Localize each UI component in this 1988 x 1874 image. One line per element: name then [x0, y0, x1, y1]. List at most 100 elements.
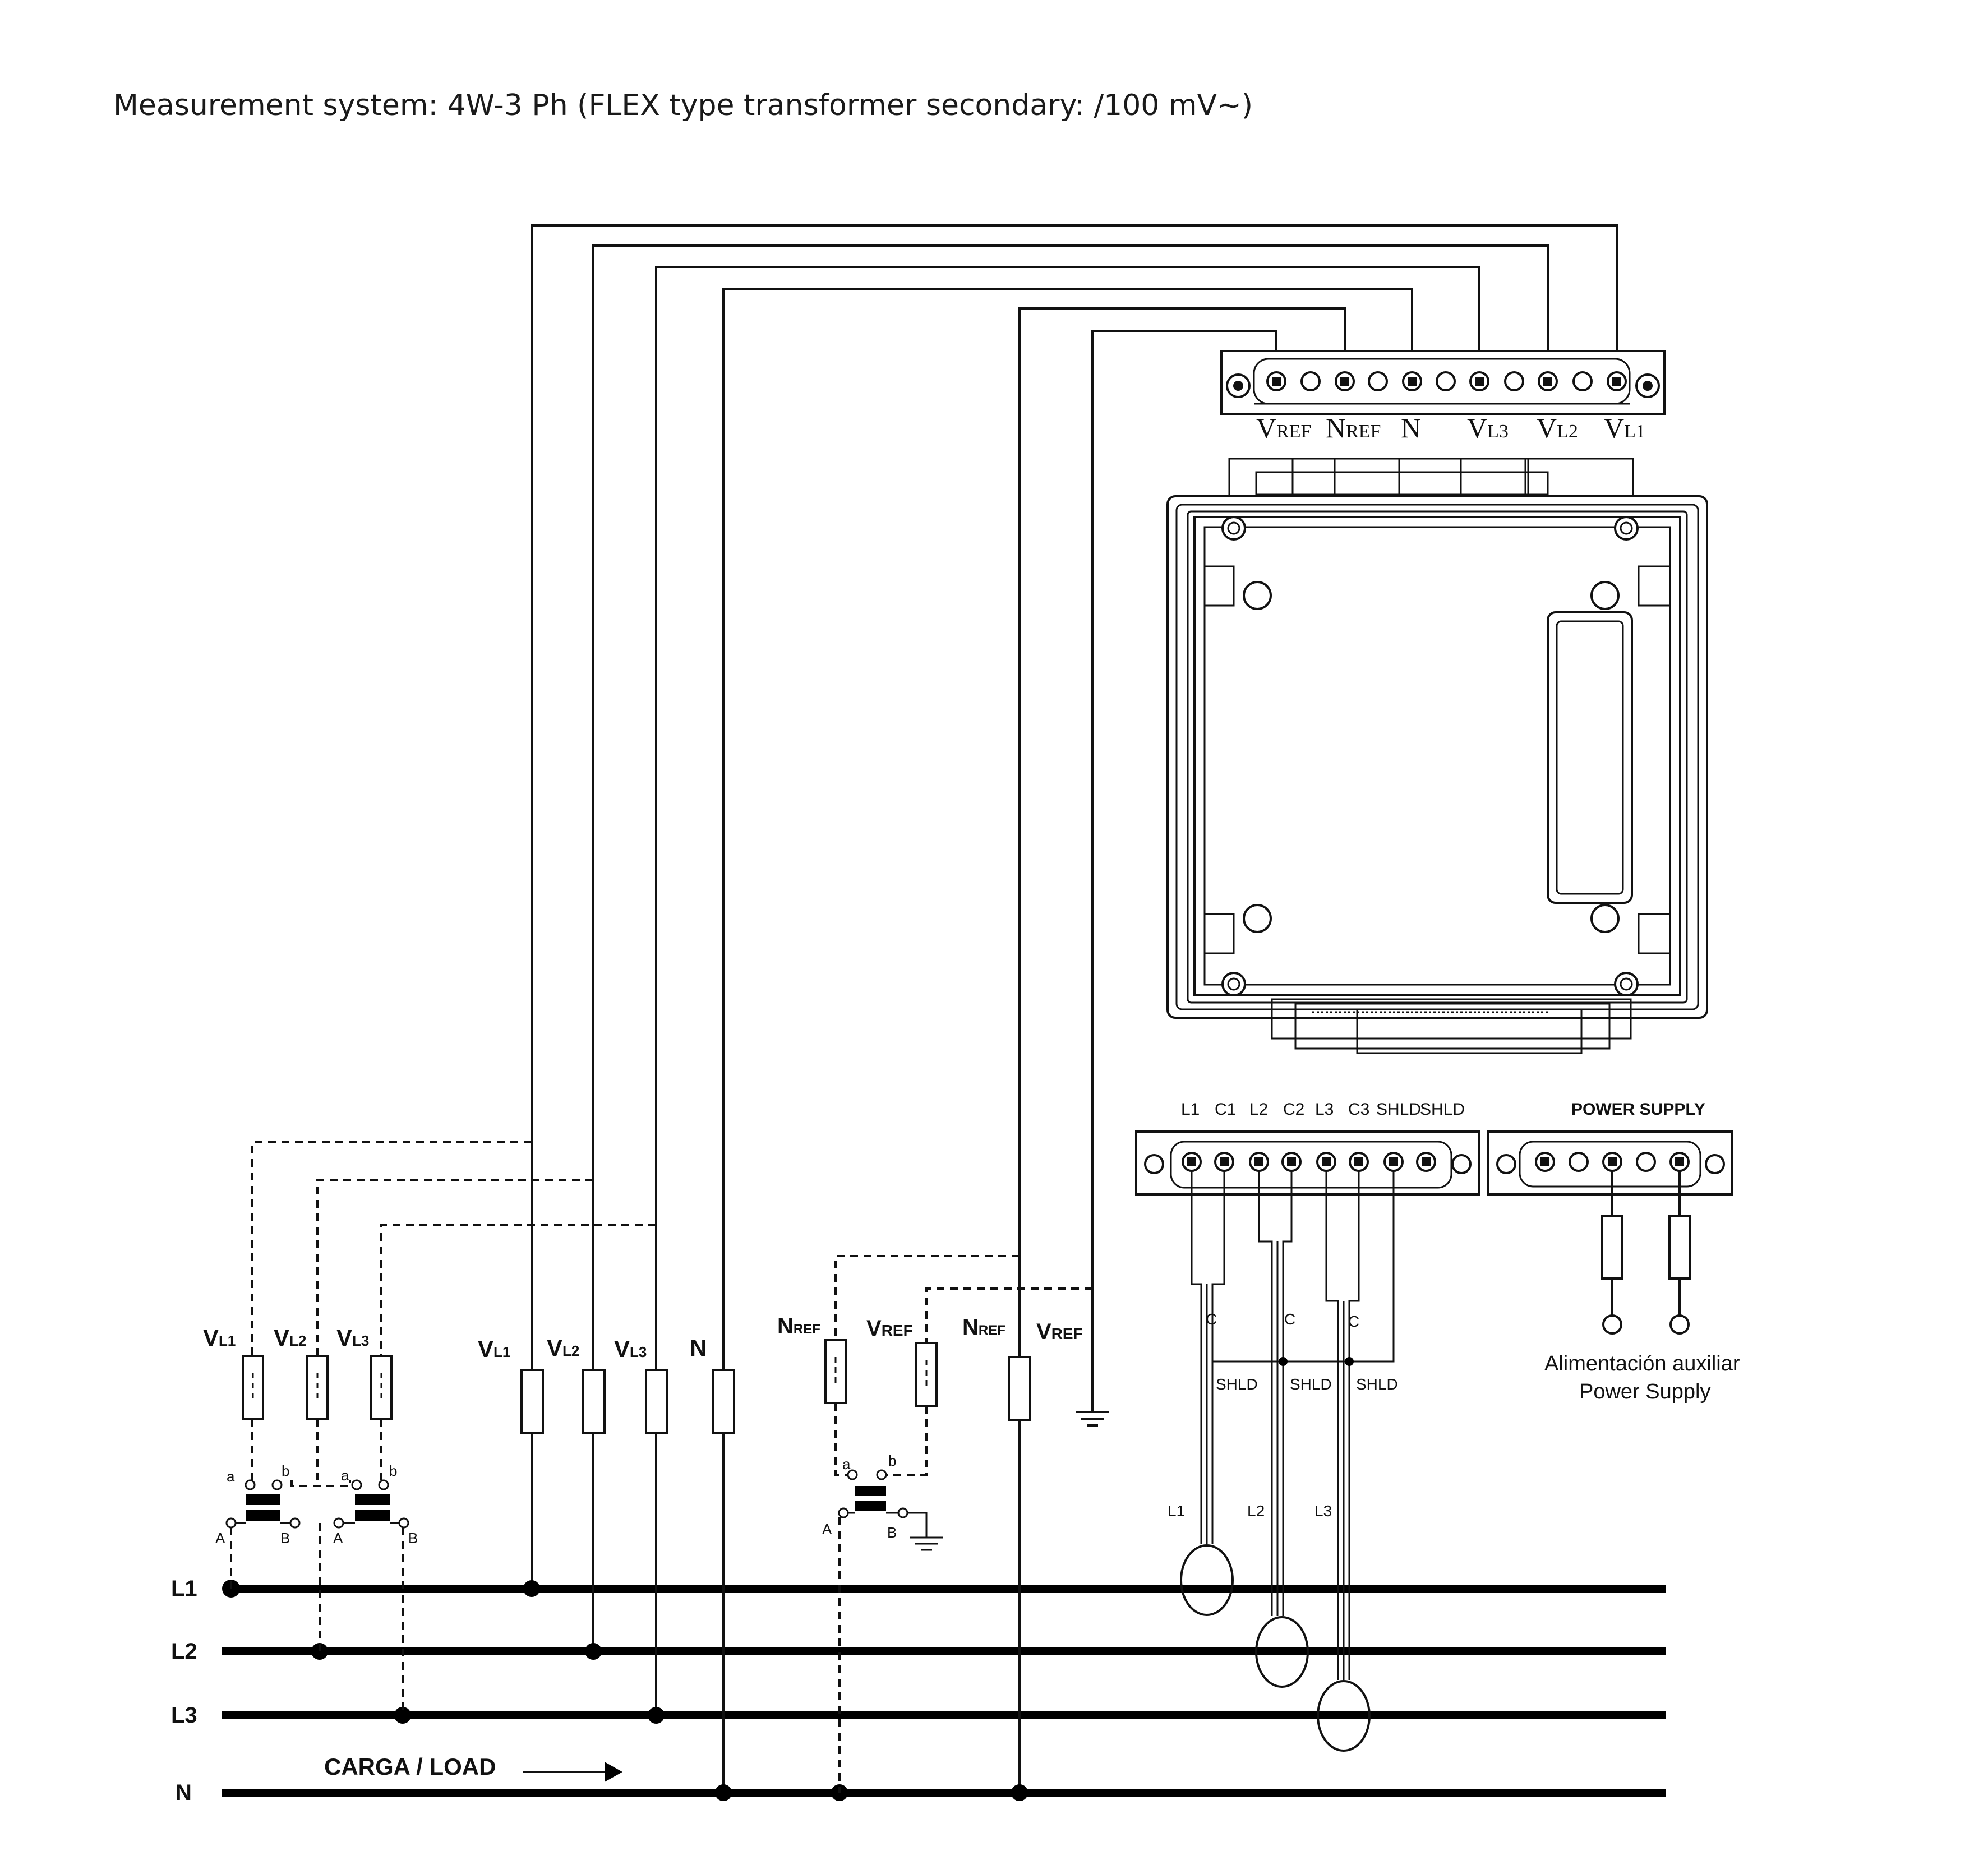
svg-text:C: C	[1348, 1313, 1359, 1330]
wire-vl1	[531, 224, 1618, 1589]
fuse-direct-vl3	[645, 1369, 668, 1434]
fuse-direct-vl1	[520, 1369, 544, 1434]
dot-vt-l3	[394, 1707, 411, 1724]
fuse-vt-vl3	[370, 1355, 393, 1420]
svg-text:A: A	[333, 1530, 343, 1547]
svg-text:L3: L3	[1314, 1502, 1332, 1520]
svg-text:SHLD: SHLD	[1356, 1376, 1398, 1393]
wire-nref	[1018, 307, 1346, 1793]
svg-text:B: B	[408, 1530, 418, 1547]
direct-fuses	[520, 1356, 1031, 1434]
svg-text:L3: L3	[1315, 1100, 1334, 1119]
svg-text:C: C	[1206, 1310, 1217, 1328]
svg-text:a: a	[341, 1467, 349, 1484]
power-supply-fuse-1	[1601, 1215, 1623, 1280]
label-direct-vl2: VL2	[547, 1335, 579, 1361]
dot-nref	[1011, 1784, 1028, 1801]
flex-probe-l1	[1180, 1544, 1234, 1616]
power-supply-terminal-2	[1669, 1314, 1690, 1335]
dash-vref-vt	[925, 1287, 1092, 1343]
diagram-title: Measurement system: 4W-3 Ph (FLEX type t…	[113, 89, 1253, 122]
vt1-core-top	[246, 1494, 280, 1505]
power-supply-caption-es: Alimentación auxiliar	[1544, 1352, 1740, 1376]
label-vt-vref: VREF	[866, 1316, 913, 1341]
dot-vl2	[585, 1643, 602, 1660]
label-direct-vref: VREF	[1036, 1319, 1083, 1344]
svg-text:C: C	[1284, 1310, 1295, 1328]
current-wiring	[1180, 1171, 1395, 1752]
load-label: CARGA / LOAD	[324, 1753, 496, 1780]
svg-text:C1: C1	[1215, 1100, 1236, 1119]
label-direct-vl1: VL1	[478, 1336, 510, 1362]
flex-probe-l3	[1317, 1680, 1371, 1752]
svg-text:a: a	[842, 1456, 851, 1473]
power-supply-fuse-2	[1668, 1215, 1691, 1280]
current-wiring-labels: C C C SHLD SHLD SHLD L1 L2 L3	[1168, 1310, 1398, 1520]
line-label-n: N	[176, 1780, 192, 1805]
terminal-label-vref: VREF	[1256, 412, 1311, 444]
meter-body	[1166, 458, 1708, 1054]
vt2-core-top	[355, 1494, 390, 1505]
terminal-label-vl3: VL3	[1467, 412, 1509, 444]
label-direct-vl3: VL3	[614, 1336, 647, 1362]
label-direct-nref: NREF	[962, 1315, 1005, 1340]
terminal-label-vl2: VL2	[1537, 412, 1578, 444]
fuse-direct-nref	[1008, 1356, 1031, 1421]
svg-text:C2: C2	[1283, 1100, 1304, 1119]
current-terminal-screws	[1182, 1152, 1436, 1172]
dash-vl3	[380, 1224, 656, 1356]
vt-terminal-letters: a b A B a b A B	[215, 1462, 418, 1547]
label-vt-vl1: VL1	[203, 1324, 236, 1351]
line-label-l1: L1	[171, 1576, 197, 1601]
dash-vl2	[316, 1179, 593, 1356]
vt3-core-bottom	[855, 1501, 886, 1511]
dot-vl1	[523, 1580, 540, 1597]
label-vt-nref: NREF	[777, 1314, 820, 1338]
svg-text:B: B	[280, 1530, 290, 1547]
wire-n	[722, 288, 1413, 1793]
svg-text:A: A	[215, 1530, 225, 1547]
vt-group-phases	[225, 1141, 656, 1715]
vt3-terminal-letters: a b A B	[822, 1452, 897, 1541]
svg-text:SHLD: SHLD	[1290, 1376, 1332, 1393]
terminal-label-n: N	[1401, 412, 1421, 444]
load-arrow-head	[605, 1762, 622, 1782]
svg-text:L1: L1	[1181, 1100, 1200, 1119]
line-buses	[222, 1580, 1666, 1797]
meter-corner-screws	[1221, 516, 1639, 996]
current-terminal-block	[1135, 1130, 1480, 1196]
terminal-label-nref: NREF	[1326, 412, 1381, 444]
svg-text:B: B	[887, 1524, 897, 1541]
power-supply-terminal-1	[1602, 1314, 1622, 1335]
vref-ground-icon	[1076, 1411, 1109, 1427]
svg-text:b: b	[282, 1462, 289, 1479]
svg-text:SHLD: SHLD	[1420, 1100, 1465, 1119]
label-direct-n: N	[690, 1335, 707, 1361]
dash-nref-vt	[834, 1255, 1020, 1340]
voltage-terminal-block	[1220, 350, 1666, 415]
svg-text:L1: L1	[1168, 1502, 1185, 1520]
power-supply-caption-en: Power Supply	[1579, 1380, 1710, 1404]
current-terminal-labels: L1 C1 L2 C2 L3 C3 SHLD SHLD	[1181, 1100, 1465, 1119]
power-supply-block	[1487, 1130, 1733, 1335]
dash-vl1	[251, 1141, 532, 1356]
svg-text:a: a	[227, 1468, 235, 1485]
vt-group-reference	[824, 1255, 1092, 1793]
fuse-direct-vl2	[582, 1369, 606, 1434]
line-label-l2: L2	[171, 1639, 197, 1664]
wire-vl2	[592, 244, 1549, 1651]
vt1-core-bottom	[246, 1510, 280, 1521]
power-supply-title: POWER SUPPLY	[1571, 1100, 1705, 1119]
fuse-direct-n	[712, 1369, 735, 1434]
fuse-vt-vl1	[242, 1355, 264, 1420]
flex-probe-l2	[1255, 1616, 1309, 1688]
svg-text:L2: L2	[1247, 1502, 1265, 1520]
vt3-ground-icon	[910, 1536, 943, 1551]
svg-text:SHLD: SHLD	[1216, 1376, 1258, 1393]
line-label-l3: L3	[171, 1703, 197, 1728]
svg-text:C3: C3	[1348, 1100, 1369, 1119]
svg-text:A: A	[822, 1521, 832, 1538]
voltage-terminal-screws	[1266, 371, 1627, 391]
label-vt-vl2: VL2	[274, 1324, 306, 1351]
